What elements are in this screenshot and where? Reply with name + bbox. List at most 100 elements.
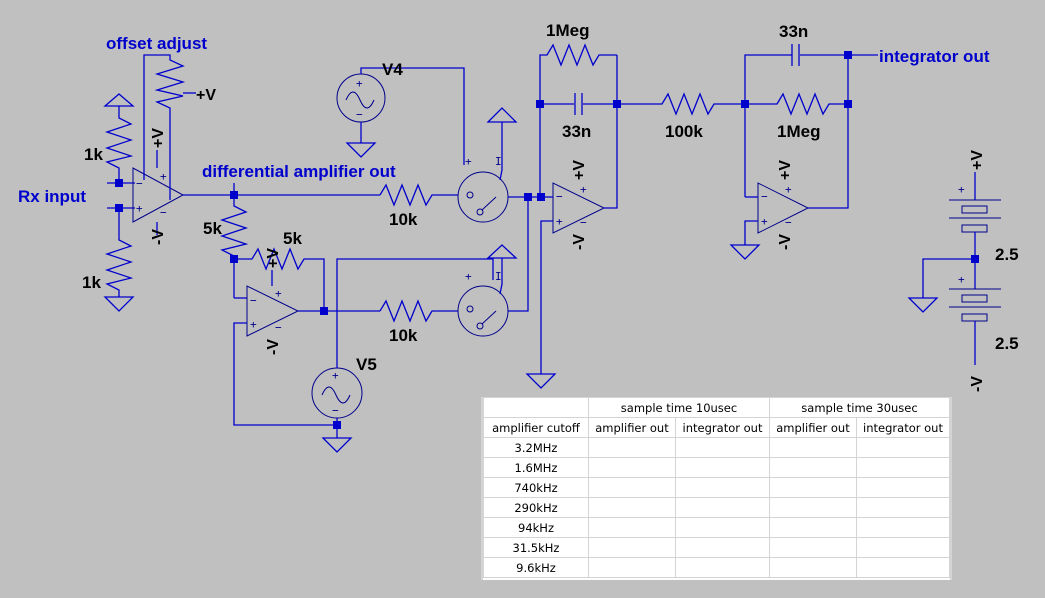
value-cell[interactable] <box>856 437 950 458</box>
column-header[interactable]: amplifier cutoff <box>483 417 589 438</box>
cutoff-cell[interactable]: 9.6kHz <box>483 557 589 578</box>
resistor-5k-vertical[interactable] <box>219 195 249 259</box>
value-cell[interactable] <box>856 477 950 498</box>
svg-text:−: − <box>356 108 363 121</box>
svg-text:+: + <box>356 77 363 90</box>
opamp-integrator[interactable]: − + + − <box>757 182 810 234</box>
cutoff-cell[interactable]: 31.5kHz <box>483 537 589 558</box>
value-cell[interactable] <box>675 537 770 558</box>
table-row: 31.5kHz <box>483 537 950 558</box>
value-cell[interactable] <box>588 437 676 458</box>
table-row: 3.2MHz <box>483 437 950 458</box>
battery-top[interactable]: + <box>949 172 1001 289</box>
value-cell[interactable] <box>769 557 857 578</box>
svg-text:+: + <box>958 273 965 286</box>
ground-icon <box>345 142 377 158</box>
resistor-5k-feedback[interactable] <box>234 247 325 311</box>
label-c-33n-b: 33n <box>779 22 808 41</box>
resistor-10k-bottom[interactable] <box>379 299 458 323</box>
capacitor-33n-feedback[interactable] <box>540 93 617 115</box>
opamp-differential[interactable]: − + + − <box>132 150 185 235</box>
ground-icon <box>103 296 135 312</box>
svg-text:+: + <box>785 183 792 196</box>
group-header[interactable]: sample time 30usec <box>769 397 950 418</box>
cutoff-cell[interactable]: 3.2MHz <box>483 437 589 458</box>
resistor-1meg-feedback[interactable] <box>539 43 617 197</box>
svg-text:+: + <box>250 318 257 331</box>
svg-text:+: + <box>556 215 563 228</box>
label-r-1meg-b: 1Meg <box>777 122 820 141</box>
svg-text:−: − <box>136 177 143 190</box>
capacitor-33n-integrator[interactable] <box>744 44 878 197</box>
results-table: sample time 10usec sample time 30usec am… <box>481 397 952 580</box>
svg-text:I: I <box>495 270 502 283</box>
cutoff-cell[interactable]: 94kHz <box>483 517 589 538</box>
supply-arrow-icon <box>103 93 135 107</box>
value-cell[interactable] <box>675 517 770 538</box>
value-cell[interactable] <box>769 537 857 558</box>
label-r-5k-a: 5k <box>203 219 222 238</box>
opamp-inverter[interactable]: − + + − <box>246 270 300 337</box>
group-header[interactable]: sample time 10usec <box>588 397 770 418</box>
svg-text:+: + <box>465 155 472 168</box>
value-cell[interactable] <box>588 477 676 498</box>
resistor-10k-top[interactable] <box>379 183 458 207</box>
value-cell[interactable] <box>856 557 950 578</box>
value-cell[interactable] <box>769 437 857 458</box>
value-cell[interactable] <box>856 517 950 538</box>
value-cell[interactable] <box>675 497 770 518</box>
label-r-1meg-a: 1Meg <box>546 21 589 40</box>
opamp-filter[interactable]: − + + − <box>552 182 606 234</box>
value-cell[interactable] <box>588 497 676 518</box>
voltage-source-v5[interactable]: + − <box>311 258 494 453</box>
value-cell[interactable] <box>588 537 676 558</box>
table-row: 740kHz <box>483 477 950 498</box>
value-cell[interactable] <box>588 557 676 578</box>
table-row: 94kHz <box>483 517 950 538</box>
net-label-offset-adjust: offset adjust <box>106 34 207 53</box>
value-cell[interactable] <box>856 457 950 478</box>
cutoff-cell[interactable]: 1.6MHz <box>483 457 589 478</box>
potentiometer-offset[interactable] <box>143 54 196 200</box>
junction <box>536 100 544 108</box>
cutoff-cell[interactable]: 290kHz <box>483 497 589 518</box>
value-cell[interactable] <box>675 557 770 578</box>
column-header[interactable]: integrator out <box>675 417 770 438</box>
svg-text:+: + <box>580 183 587 196</box>
value-cell[interactable] <box>675 477 770 498</box>
switch-top[interactable]: + I <box>457 107 518 223</box>
value-cell[interactable] <box>769 457 857 478</box>
value-cell[interactable] <box>769 517 857 538</box>
label-v5: V5 <box>356 355 377 374</box>
value-cell[interactable] <box>588 517 676 538</box>
battery-neg-label: -V <box>969 376 986 392</box>
resistor-1meg-integrator[interactable] <box>745 92 848 116</box>
value-cell[interactable] <box>769 497 857 518</box>
resistor-100k[interactable] <box>617 92 745 116</box>
label-v4: V4 <box>382 60 403 79</box>
net-label-integrator-out: integrator out <box>879 47 990 66</box>
cutoff-cell[interactable]: 740kHz <box>483 477 589 498</box>
column-header[interactable]: amplifier out <box>769 417 857 438</box>
junction <box>524 193 532 201</box>
table-row: 1.6MHz <box>483 457 950 478</box>
column-header[interactable]: amplifier out <box>588 417 676 438</box>
value-cell[interactable] <box>856 537 950 558</box>
value-cell[interactable] <box>675 457 770 478</box>
voltage-source-v4[interactable]: + − <box>336 67 465 165</box>
battery-bottom[interactable]: + <box>949 273 1001 365</box>
group-header[interactable] <box>483 397 589 418</box>
svg-text:+: + <box>136 202 143 215</box>
svg-text:+: + <box>465 270 472 283</box>
value-cell[interactable] <box>769 477 857 498</box>
label-r-10k-a: 10k <box>389 210 418 229</box>
column-header[interactable]: integrator out <box>856 417 950 438</box>
svg-text:−: − <box>160 206 167 219</box>
value-cell[interactable] <box>856 497 950 518</box>
value-cell[interactable] <box>675 437 770 458</box>
svg-text:+: + <box>160 170 167 183</box>
value-cell[interactable] <box>588 457 676 478</box>
resistor-1k-top[interactable] <box>103 93 135 182</box>
resistor-1k-bottom[interactable] <box>103 208 135 312</box>
